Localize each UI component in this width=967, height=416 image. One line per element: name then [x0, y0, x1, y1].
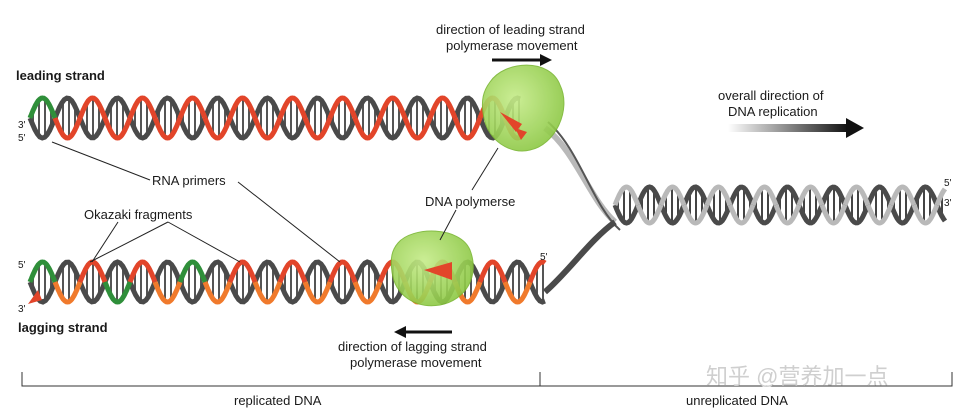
new-strand-backbone	[327, 259, 358, 283]
new-strand-backbone	[227, 95, 258, 119]
lagging-3prime-label: 3'	[18, 304, 26, 315]
new-strand-backbone	[377, 95, 408, 119]
new-strand-backbone	[427, 95, 458, 119]
new-strand-backbone	[252, 281, 283, 305]
okazaki-line-left	[91, 221, 119, 263]
overall-direction-arrow	[728, 124, 848, 132]
new-strand-backbone	[127, 95, 158, 119]
new-strand-backbone	[842, 184, 871, 206]
unreplicated-dna-label: unreplicated DNA	[686, 393, 788, 408]
fork-upper-strand	[543, 125, 618, 225]
new-strand-backbone	[202, 281, 233, 305]
new-strand-backbone	[658, 184, 687, 206]
new-strand-backbone	[888, 184, 917, 206]
fork-upper-strand-dark	[547, 121, 621, 231]
leading-polymerase-arrow	[500, 112, 522, 132]
leading-3prime-label: 3'	[18, 120, 26, 131]
new-strand-backbone	[452, 117, 483, 141]
lagging-dna-polymerase	[390, 230, 474, 307]
new-strand-backbone	[502, 281, 533, 305]
replicated-dna-label: replicated DNA	[234, 393, 322, 408]
new-strand-backbone	[152, 117, 183, 141]
new-strand-backbone	[477, 259, 508, 283]
leading-strand-helix	[27, 95, 522, 141]
new-strand-backbone	[277, 259, 308, 283]
unreplicated-dna-helix	[612, 184, 948, 226]
replicated-bracket	[21, 372, 541, 387]
overall-direction-arrowhead	[846, 118, 864, 138]
new-strand-backbone	[77, 95, 108, 119]
new-strand-backbone	[102, 117, 133, 141]
leading-direction-label-1: direction of leading strand	[436, 22, 585, 37]
lagging-5prime-label: 5'	[18, 260, 26, 271]
rna-primers-line-right	[237, 181, 341, 263]
new-strand-backbone	[327, 95, 358, 119]
new-strand-backbone	[177, 95, 208, 119]
lagging-right-5prime-label: 5'	[540, 252, 548, 263]
leading-strand-label: leading strand	[16, 68, 105, 83]
lagging-start-arrow	[28, 290, 42, 304]
polymerase-line-up	[471, 147, 499, 191]
overall-direction-label-1: overall direction of	[718, 88, 824, 103]
scale-brackets	[21, 372, 953, 387]
new-strand-backbone	[227, 259, 258, 283]
new-strand-backbone	[352, 281, 383, 305]
new-strand-backbone	[911, 204, 940, 226]
new-strand-backbone	[27, 95, 58, 119]
lagging-direction-arrowhead	[394, 326, 406, 338]
new-strand-backbone	[865, 204, 894, 226]
leading-direction-arrowhead	[540, 54, 552, 66]
new-strand-backbone	[302, 281, 333, 305]
new-strand-backbone	[152, 281, 183, 305]
okazaki-line-mid	[167, 221, 241, 263]
new-strand-backbone	[177, 259, 208, 283]
dna-polymerase-label: DNA polymerse	[425, 194, 515, 209]
unrep-5prime-label: 5'	[944, 178, 952, 189]
overall-direction-label-2: DNA replication	[728, 104, 818, 119]
polymerase-line-down	[439, 209, 457, 241]
unreplicated-bracket	[540, 372, 953, 387]
leading-end-arrow	[515, 128, 527, 140]
new-strand-backbone	[52, 281, 83, 305]
new-strand-backbone	[27, 259, 58, 283]
template-backbone	[27, 95, 521, 141]
lagging-direction-label-2: polymerase movement	[350, 355, 482, 370]
new-strand-backbone	[934, 187, 948, 206]
okazaki-fragments-label: Okazaki fragments	[84, 207, 193, 222]
leading-direction-label-2: polymerase movement	[446, 38, 578, 53]
new-strand-backbone	[750, 184, 779, 206]
new-strand-backbone	[612, 184, 641, 206]
new-strand-backbone	[635, 204, 664, 226]
new-strand-backbone	[252, 117, 283, 141]
callout-lines	[51, 141, 499, 263]
unrep-3prime-label: 3'	[944, 198, 952, 209]
rna-primers-line-left	[51, 141, 151, 181]
lagging-direction-label-1: direction of lagging strand	[338, 339, 487, 354]
new-strand-backbone	[402, 117, 433, 141]
new-strand-backbone	[127, 259, 158, 283]
new-strand-backbone	[796, 184, 825, 206]
lagging-strand-label: lagging strand	[18, 320, 108, 335]
new-strand-backbone	[527, 259, 547, 284]
leading-5prime-label: 5'	[18, 133, 26, 144]
lagging-polymerase-arrow	[424, 262, 452, 280]
okazaki-line-right	[89, 221, 169, 263]
fork-lower-strand	[543, 219, 617, 295]
new-strand-backbone	[727, 204, 756, 226]
new-strand-backbone	[352, 117, 383, 141]
new-strand-backbone	[277, 95, 308, 119]
new-strand-backbone	[102, 281, 133, 305]
new-strand-backbone	[704, 184, 733, 206]
new-strand-backbone	[202, 117, 233, 141]
watermark-text: 知乎 @营养加一点	[706, 364, 888, 389]
new-strand-backbone	[819, 204, 848, 226]
new-strand-backbone	[681, 204, 710, 226]
new-strand-backbone	[773, 204, 802, 226]
new-strand-backbone	[302, 117, 333, 141]
leading-dna-polymerase	[481, 64, 565, 152]
new-strand-backbone	[52, 117, 83, 141]
rna-primers-label: RNA primers	[152, 173, 226, 188]
